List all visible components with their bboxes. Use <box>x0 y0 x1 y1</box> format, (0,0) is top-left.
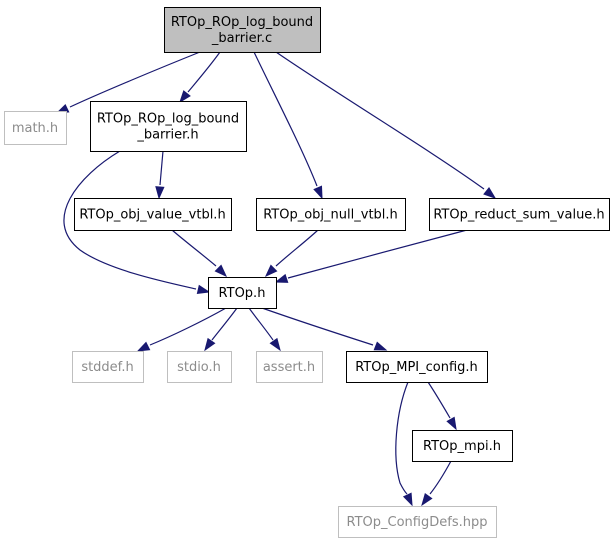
edge-mpi-to-configdefs <box>421 460 452 507</box>
edge-line <box>429 460 452 495</box>
node-box <box>256 198 406 231</box>
arrowhead-icon <box>136 341 151 352</box>
node-label: RTOp_MPI_config.h <box>355 360 478 375</box>
node-rop_h[interactable]: RTOp_ROp_log_bound_barrier.h <box>90 101 247 152</box>
edge-mpi_config-to-mpi <box>427 381 457 431</box>
edge-line <box>261 307 374 346</box>
node-label: _barrier.c <box>211 31 272 46</box>
node-label: math.h <box>12 121 58 136</box>
node-label: RTOp_ROp_log_bound <box>171 15 313 30</box>
node-box <box>167 351 232 383</box>
node-null_vtbl[interactable]: RTOp_obj_null_vtbl.h <box>256 198 406 231</box>
edge-line <box>211 307 238 341</box>
edge-rtop-to-mpi_config <box>261 307 388 351</box>
node-label: RTOp_ConfigDefs.hpp <box>347 515 488 530</box>
node-box <box>256 351 323 383</box>
node-assert[interactable]: assert.h <box>256 351 323 383</box>
node-configdefs[interactable]: RTOp_ConfigDefs.hpp <box>338 506 497 538</box>
edge-line <box>427 381 451 419</box>
edge-line <box>248 307 274 341</box>
node-label: assert.h <box>263 360 315 375</box>
edge-line <box>171 229 217 267</box>
edge-line <box>149 307 227 346</box>
edge-line <box>395 381 409 495</box>
edge-rtop-to-stddef <box>136 307 227 352</box>
edge-root-to-rop_h <box>179 51 221 104</box>
node-box <box>429 198 610 231</box>
node-label: RTOp.h <box>219 286 266 301</box>
arrowhead-icon <box>155 186 165 200</box>
edge-rop_h-to-value_vtbl <box>155 150 165 200</box>
node-box <box>74 198 232 231</box>
node-label: _barrier.h <box>136 128 198 143</box>
edge-line <box>69 51 201 108</box>
edge-line <box>159 150 164 186</box>
arrowhead-icon <box>269 337 281 352</box>
edges-layer <box>55 51 497 507</box>
edge-line <box>275 229 319 267</box>
edge-root-to-null_vtbl <box>253 51 323 200</box>
node-box <box>90 101 247 152</box>
arrowhead-icon <box>402 492 413 507</box>
node-value_vtbl[interactable]: RTOp_obj_value_vtbl.h <box>74 198 232 231</box>
node-box <box>72 351 144 383</box>
arrowhead-icon <box>196 284 211 294</box>
node-label: RTOp_mpi.h <box>423 439 501 454</box>
node-label: RTOp_reduct_sum_value.h <box>433 208 604 223</box>
arrowhead-icon <box>274 273 289 283</box>
node-stddef[interactable]: stddef.h <box>72 351 144 383</box>
node-label: RTOp_obj_value_vtbl.h <box>79 208 225 223</box>
node-label: stdio.h <box>177 360 221 375</box>
node-reduct_sum[interactable]: RTOp_reduct_sum_value.h <box>429 198 610 231</box>
edge-line <box>63 150 197 290</box>
arrowhead-icon <box>483 187 497 199</box>
node-label: RTOp_obj_null_vtbl.h <box>263 208 398 223</box>
node-mpi[interactable]: RTOp_mpi.h <box>412 430 513 462</box>
arrowhead-icon <box>264 264 278 278</box>
edge-reduct_sum-to-rtop <box>274 229 468 283</box>
arrowhead-icon <box>373 341 388 351</box>
edge-rtop-to-stdio <box>204 307 238 352</box>
node-box <box>4 111 67 145</box>
arrowhead-icon <box>421 492 433 507</box>
node-stdio[interactable]: stdio.h <box>167 351 232 383</box>
edge-mpi_config-to-configdefs <box>395 381 413 507</box>
edge-null_vtbl-to-rtop <box>264 229 319 278</box>
node-math[interactable]: math.h <box>4 111 67 145</box>
arrowhead-icon <box>214 264 228 278</box>
node-rtop[interactable]: RTOp.h <box>208 277 277 309</box>
node-box <box>346 351 488 383</box>
arrowhead-icon <box>179 90 191 104</box>
arrowhead-icon <box>204 337 216 352</box>
node-root[interactable]: RTOp_ROp_log_bound_barrier.c <box>164 7 321 53</box>
node-mpi_config[interactable]: RTOp_MPI_config.h <box>346 351 488 383</box>
edge-rtop-to-assert <box>248 307 281 352</box>
node-label: RTOp_ROp_log_bound <box>97 112 239 127</box>
edge-line <box>275 51 485 190</box>
arrowhead-icon <box>446 416 457 431</box>
edge-line <box>187 51 221 93</box>
node-label: stddef.h <box>81 360 133 375</box>
nodes-layer: RTOp_ROp_log_bound_barrier.cmath.hRTOp_R… <box>4 7 610 538</box>
node-box <box>164 7 321 53</box>
edge-line <box>287 229 468 279</box>
node-box <box>338 506 497 538</box>
node-box <box>412 430 513 462</box>
edge-line <box>253 51 318 187</box>
edge-rop_h-to-rtop <box>63 150 211 294</box>
edge-value_vtbl-to-rtop <box>171 229 228 278</box>
node-box <box>208 277 277 309</box>
arrowhead-icon <box>313 185 323 200</box>
edge-root-to-reduct_sum <box>275 51 497 199</box>
